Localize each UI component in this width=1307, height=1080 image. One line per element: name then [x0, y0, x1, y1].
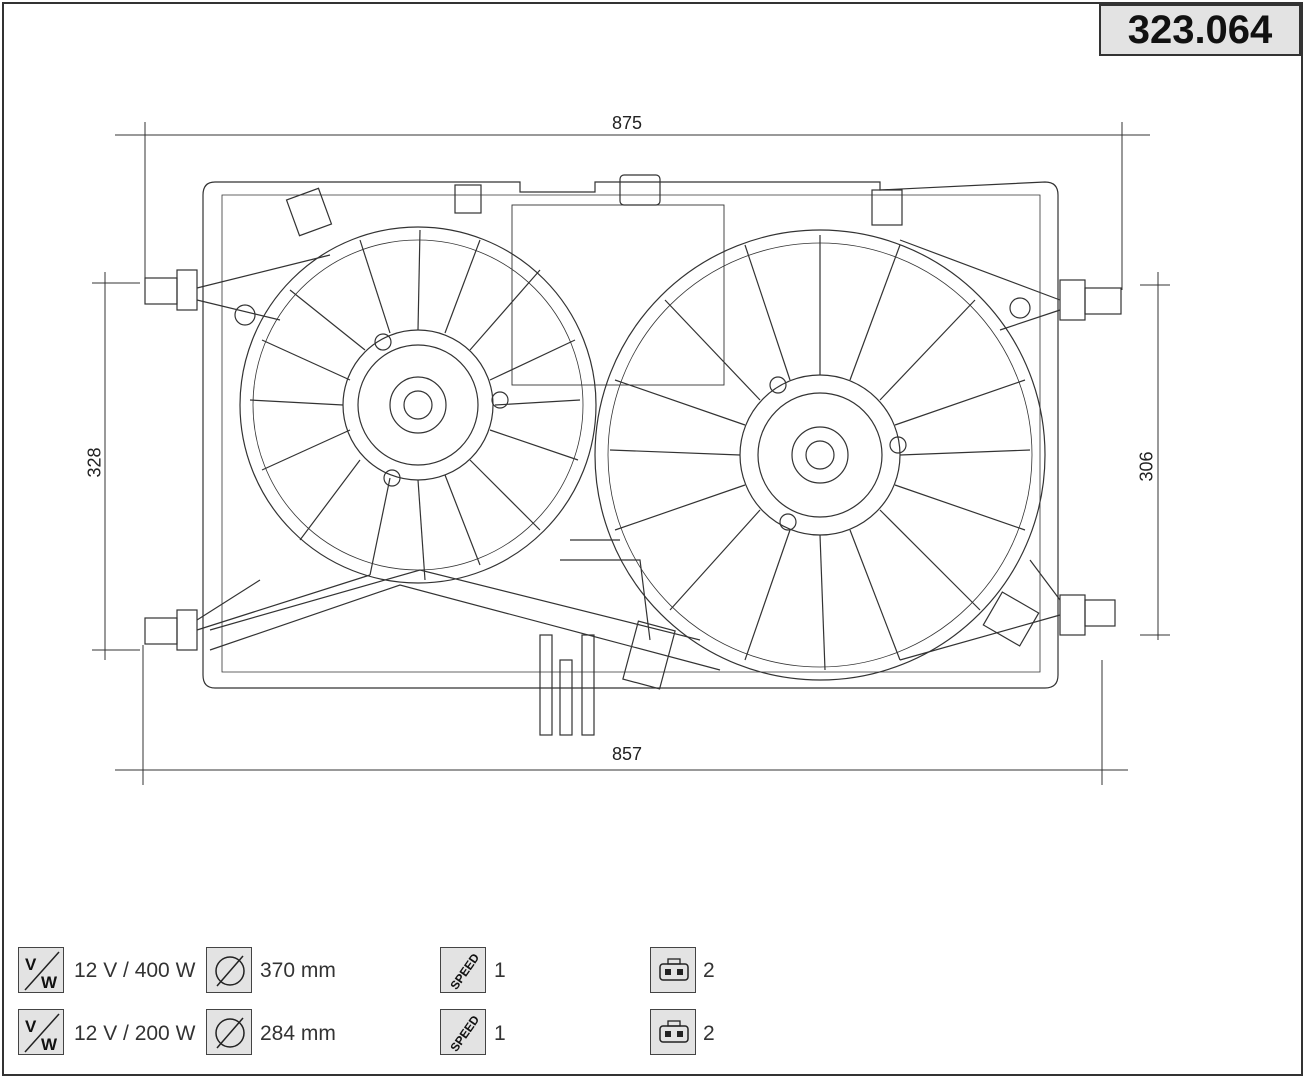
speed-label: SPEED	[447, 1013, 482, 1055]
left-fan	[239, 226, 597, 584]
diameter-1: 370 mm	[260, 959, 336, 982]
speed-label: SPEED	[447, 951, 482, 993]
connectors	[234, 174, 1040, 690]
speed-icon: SPEED	[440, 947, 486, 993]
v-letter: V	[25, 1017, 37, 1036]
mounting-tabs	[144, 269, 1122, 651]
voltage-power-2: 12 V / 200 W	[74, 1022, 196, 1045]
diameter-icon	[206, 947, 252, 993]
bottom-terminals	[539, 634, 595, 736]
vw-symbol: V W	[24, 1013, 60, 1054]
diameter-2: 284 mm	[260, 1022, 336, 1045]
speed-1: 1	[494, 959, 506, 982]
voltage-power-icon: V W	[18, 1009, 64, 1055]
w-letter: W	[41, 973, 58, 992]
connector-pins-1: 2	[703, 959, 715, 982]
shroud-outline	[202, 181, 1059, 689]
dimension-top-width: 875	[612, 113, 643, 133]
speed-2: 1	[494, 1022, 506, 1045]
dimension-right-height: 306	[1136, 451, 1157, 482]
frame-struts	[196, 239, 1061, 671]
v-letter: V	[25, 955, 37, 974]
w-letter: W	[41, 1035, 58, 1054]
connector-icon	[650, 1009, 696, 1055]
voltage-power-1: 12 V / 400 W	[74, 959, 196, 982]
part-number: 323.064	[1099, 4, 1301, 56]
connector-pins-2: 2	[703, 1022, 715, 1045]
dimension-left-height: 328	[84, 447, 105, 478]
dimension-lines	[92, 122, 1170, 785]
vw-symbol: V W	[24, 951, 60, 992]
voltage-power-icon: V W	[18, 947, 64, 993]
dimension-bottom-width: 857	[612, 744, 643, 764]
speed-icon: SPEED	[440, 1009, 486, 1055]
connector-icon	[650, 947, 696, 993]
right-fan	[594, 229, 1046, 681]
diameter-icon	[206, 1009, 252, 1055]
